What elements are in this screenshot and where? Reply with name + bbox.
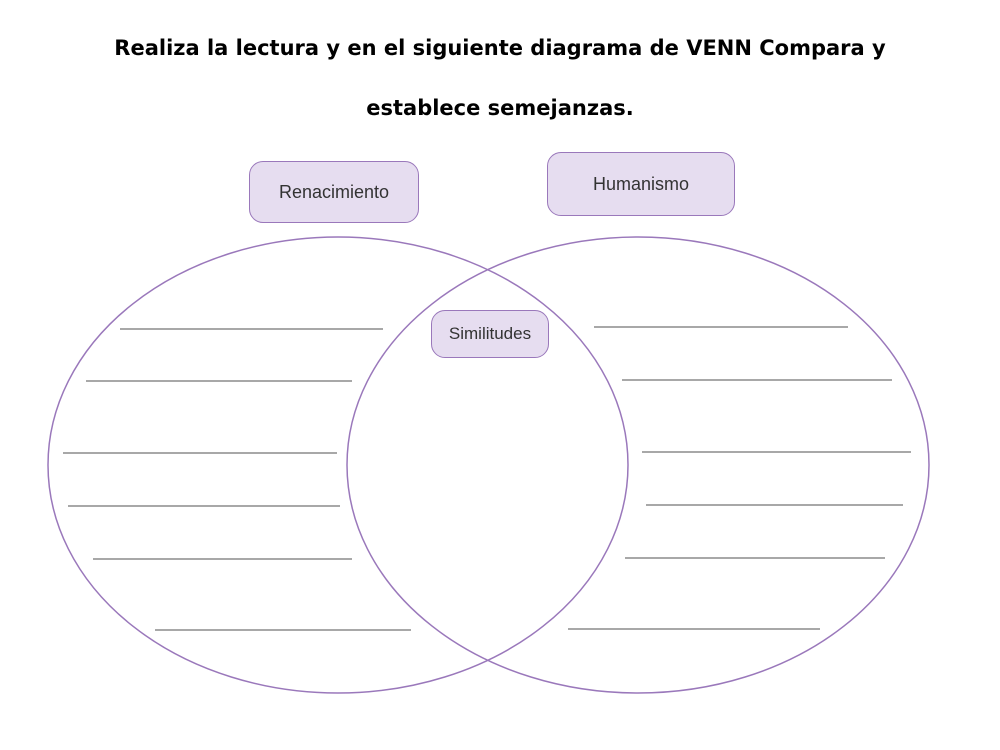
humanismo-label: Humanismo [547,152,735,216]
venn-circle-left [47,236,629,694]
venn-circle-right [346,236,930,694]
right-answer-lines [568,326,911,630]
instructions-text: Realiza la lectura y en el siguiente dia… [0,18,1000,138]
renacimiento-label: Renacimiento [249,161,419,223]
instructions-line-2: establece semejanzas. [366,96,634,120]
similitudes-label: Similitudes [431,310,549,358]
left-answer-lines [63,328,411,631]
instructions-line-1: Realiza la lectura y en el siguiente dia… [114,36,886,60]
